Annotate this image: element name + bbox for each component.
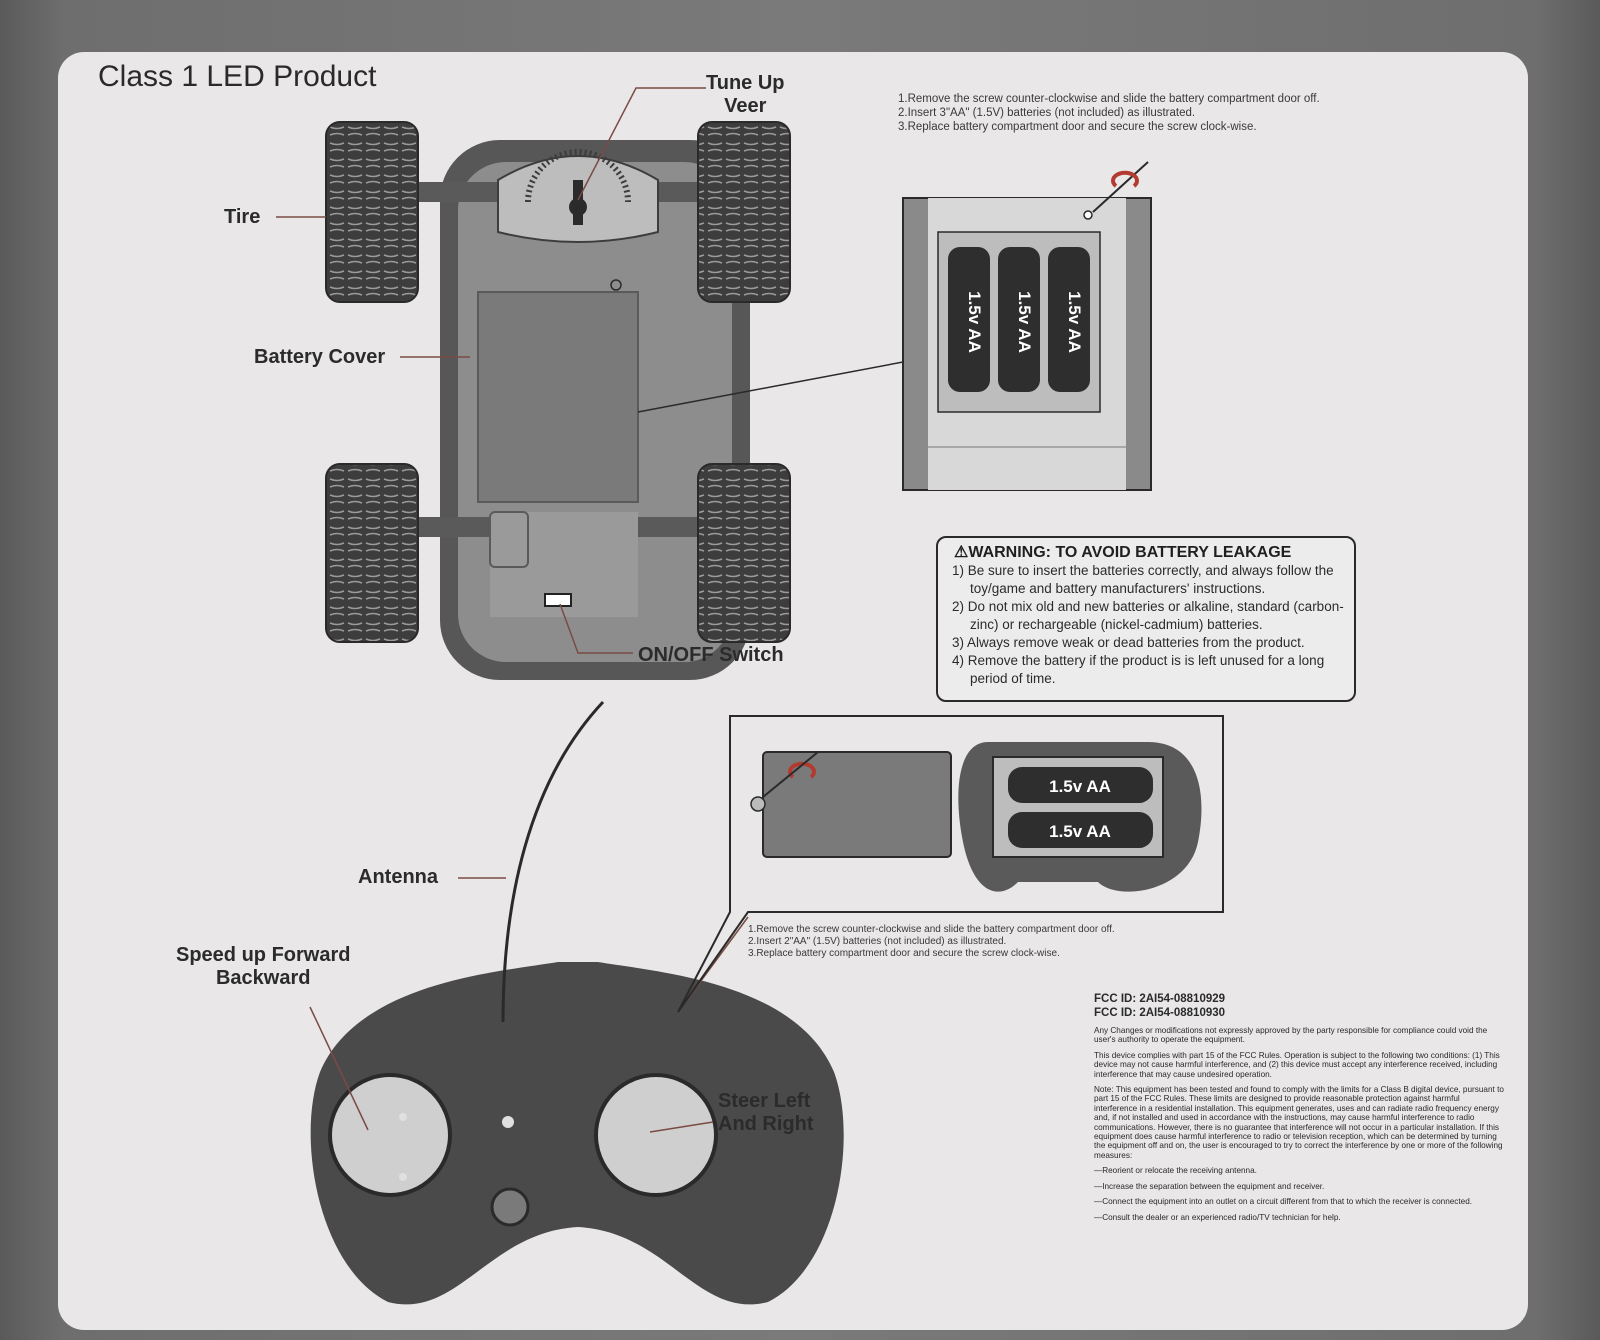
veer-text: Veer xyxy=(724,95,767,117)
screwdriver-icon xyxy=(762,751,819,798)
fcc-measure-2: —Increase the separation between the equ… xyxy=(1094,1181,1325,1191)
car-battery-2-label: 1.5v AA xyxy=(1015,291,1034,353)
warning-item-4: 4) Remove the battery if the product is … xyxy=(952,653,1325,686)
warning-triangle-icon: ⚠ xyxy=(954,544,969,561)
car-instruction-1: 1.Remove the screw counter-clockwise and… xyxy=(898,93,1320,105)
car-battery-1-label: 1.5v AA xyxy=(965,291,984,353)
car-battery-instructions: 1.Remove the screw counter-clockwise and… xyxy=(898,92,1320,134)
warning-box: ⚠WARNING: TO AVOID BATTERY LEAKAGE 1) Be… xyxy=(936,536,1356,702)
fcc-paragraph-3: Note: This equipment has been tested and… xyxy=(1094,1085,1504,1160)
antenna-wire xyxy=(501,700,605,1023)
warning-item-2: 2) Do not mix old and new batteries or a… xyxy=(952,599,1344,632)
fcc-id-2: FCC ID: 2AI54-08810930 xyxy=(1094,1007,1226,1019)
battery-cover xyxy=(477,291,639,503)
label-antenna: Antenna xyxy=(358,866,438,888)
car-instruction-2: 2.Insert 3"AA" (1.5V) batteries (not inc… xyxy=(898,107,1196,119)
remote-battery-instructions: 1.Remove the screw counter-clockwise and… xyxy=(748,924,1115,960)
instruction-panel: 1.5v AA 1.5v AA 1.5v AA xyxy=(58,52,1528,1330)
label-speed: Speed up Forward Backward xyxy=(176,944,350,990)
left-joystick xyxy=(328,1073,452,1197)
remote-battery-compartment: 1.5v AA 1.5v AA xyxy=(677,715,1224,1013)
speed-text-line2: Backward xyxy=(215,967,311,989)
fcc-measure-1: —Reorient or relocate the receiving ante… xyxy=(1094,1166,1257,1176)
fcc-paragraph-1: Any Changes or modifications not express… xyxy=(1094,1026,1488,1045)
steer-text-line2: And Right xyxy=(718,1113,814,1135)
warning-item-3: 3) Always remove weak or dead batteries … xyxy=(952,635,1305,650)
warning-title: ⚠WARNING: TO AVOID BATTERY LEAKAGE xyxy=(954,542,1344,562)
warning-item-1: 1) Be sure to insert the batteries corre… xyxy=(952,563,1334,596)
car-battery-compartment: 1.5v AA 1.5v AA 1.5v AA xyxy=(637,161,1152,491)
tire-icons xyxy=(325,121,791,643)
label-tire: Tire xyxy=(224,206,261,228)
label-steer: Steer Left And Right xyxy=(718,1090,814,1136)
steer-text-line1: Steer Left xyxy=(718,1090,811,1112)
remote-instruction-1: 1.Remove the screw counter-clockwise and… xyxy=(748,924,1115,935)
warning-title-text: WARNING: TO AVOID BATTERY LEAKAGE xyxy=(968,544,1292,561)
screwdriver-icon xyxy=(1092,161,1149,213)
fcc-statement: FCC ID: 2AI54-08810929 FCC ID: 2AI54-088… xyxy=(1094,992,1504,1222)
fcc-id-1: FCC ID: 2AI54-08810929 xyxy=(1094,993,1226,1005)
car-instruction-3: 3.Replace battery compartment door and s… xyxy=(898,121,1257,133)
car-chassis xyxy=(413,140,783,680)
label-battery-cover: Battery Cover xyxy=(254,346,386,368)
label-tune-up-veer: Tune Up Veer xyxy=(706,72,785,118)
speed-text-line1: Speed up Forward xyxy=(176,944,351,966)
rotate-arrow-icon xyxy=(788,761,816,779)
diagram-artwork: 1.5v AA 1.5v AA 1.5v AA xyxy=(276,87,1224,1305)
remote-controller xyxy=(310,700,844,1305)
screw-icon xyxy=(1083,210,1093,220)
page-title: Class 1 LED Product xyxy=(98,60,377,93)
remote-instruction-2: 2.Insert 2"AA" (1.5V) batteries (not inc… xyxy=(748,936,1007,947)
remote-instruction-3: 3.Replace battery compartment door and s… xyxy=(748,948,1060,959)
screw-icon xyxy=(750,796,766,812)
remote-battery-1-label: 1.5v AA xyxy=(1049,777,1111,796)
tune-up-text: Tune Up xyxy=(706,72,785,94)
rotate-arrow-icon xyxy=(1111,170,1139,188)
car-battery-3-label: 1.5v AA xyxy=(1065,291,1084,353)
on-off-switch-graphic xyxy=(544,593,572,607)
label-on-off-switch: ON/OFF Switch xyxy=(638,644,784,666)
tune-veer-dial xyxy=(525,149,631,225)
fcc-measure-4: —Consult the dealer or an experienced ra… xyxy=(1094,1212,1341,1222)
fcc-paragraph-2: This device complies with part 15 of the… xyxy=(1094,1050,1500,1079)
remote-battery-2-label: 1.5v AA xyxy=(1049,822,1111,841)
right-joystick xyxy=(594,1073,718,1197)
fcc-measure-3: —Connect the equipment into an outlet on… xyxy=(1094,1197,1473,1207)
